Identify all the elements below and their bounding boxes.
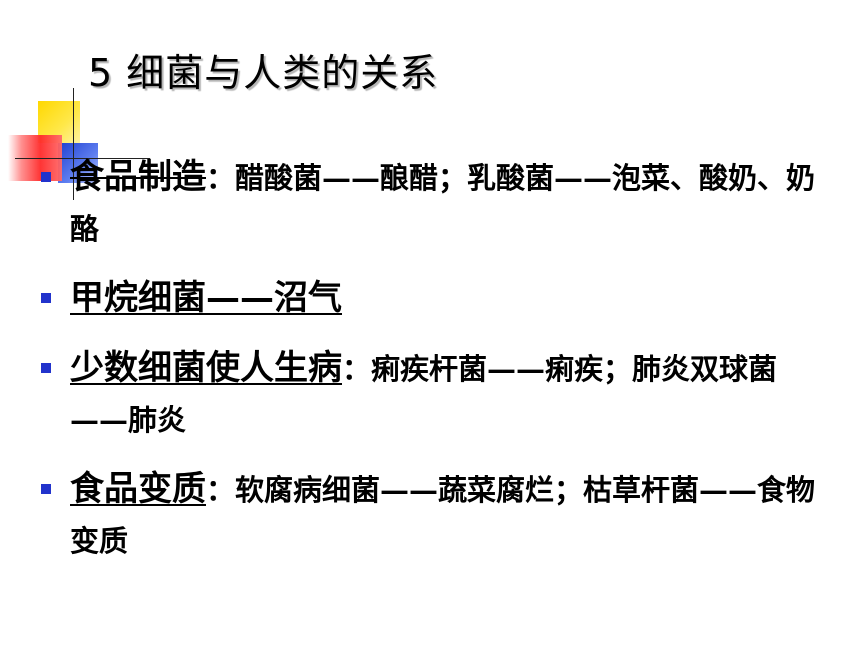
bullet-lead: 食品变质 [70, 469, 206, 509]
bullet-lead: 甲烷细菌——沼气 [70, 278, 342, 318]
bullet-detail: ：醋酸菌——酿醋；乳酸菌——泡菜、酸奶、奶酪 [70, 161, 816, 246]
square-bullet-icon [41, 293, 51, 303]
bullet-item-food-production: 食品制造：醋酸菌——酿醋；乳酸菌——泡菜、酸奶、奶酪 [40, 154, 830, 257]
decorative-horizontal-line [15, 158, 150, 159]
bullet-item-methane-bacteria: 甲烷细菌——沼气 [40, 275, 830, 327]
bullet-lead: 少数细菌使人生病 [70, 348, 342, 388]
square-bullet-icon [41, 363, 51, 373]
decorative-blue-square [58, 143, 98, 183]
decorative-vertical-line [73, 88, 74, 200]
square-bullet-icon [41, 484, 51, 494]
bullet-detail: ：软腐病细菌——蔬菜腐烂；枯草杆菌——食物变质 [70, 473, 816, 558]
bullet-item-food-spoilage: 食品变质：软腐病细菌——蔬菜腐烂；枯草杆菌——食物变质 [40, 466, 830, 569]
bullet-list: 食品制造：醋酸菌——酿醋；乳酸菌——泡菜、酸奶、奶酪 甲烷细菌——沼气 少数细菌… [40, 154, 830, 587]
square-bullet-icon [41, 172, 51, 182]
bullet-detail: ：痢疾杆菌——痢疾；肺炎双球菌——肺炎 [70, 352, 778, 437]
slide-title: 5 细菌与人类的关系 [88, 51, 439, 95]
bullet-item-disease-bacteria: 少数细菌使人生病：痢疾杆菌——痢疾；肺炎双球菌——肺炎 [40, 345, 830, 448]
bullet-lead: 食品制造 [70, 157, 206, 197]
